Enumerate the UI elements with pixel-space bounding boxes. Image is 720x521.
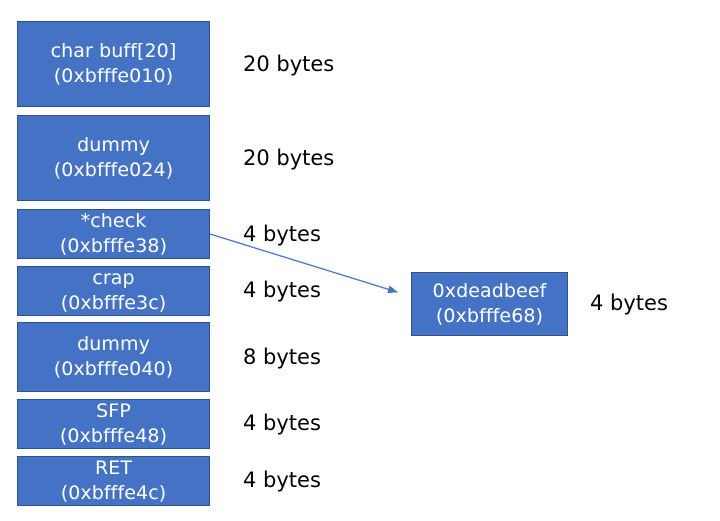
stack-block-sfp: SFP (0xbfffe48)	[17, 399, 210, 449]
block-address: (0xbfffe3c)	[60, 292, 167, 314]
block-address: (0xbfffe68)	[435, 305, 544, 327]
stack-block-buff: char buff[20] (0xbfffe010)	[17, 21, 210, 107]
size-label-sfp: 4 bytes	[243, 411, 321, 435]
block-name: *check	[80, 210, 147, 233]
size-label-dummy-1: 20 bytes	[243, 146, 335, 170]
block-name: RET	[94, 457, 133, 480]
pointer-arrow-line	[209, 233, 398, 294]
block-address: (0xbfffe4c)	[60, 482, 167, 504]
block-address: (0xbfffe024)	[53, 159, 174, 181]
block-name: dummy	[77, 134, 150, 157]
block-address: (0xbfffe38)	[59, 235, 168, 257]
block-name: SFP	[96, 400, 131, 423]
block-address: (0xbfffe48)	[59, 425, 168, 447]
size-label-ret: 4 bytes	[243, 468, 321, 492]
size-label-check: 4 bytes	[243, 222, 321, 246]
size-label-buff: 20 bytes	[243, 52, 335, 76]
block-name: char buff[20]	[50, 40, 177, 63]
block-name: crap	[92, 267, 135, 290]
stack-block-dummy-2: dummy (0xbfffe040)	[17, 322, 210, 392]
size-label-dummy-2: 8 bytes	[243, 345, 321, 369]
block-name: dummy	[77, 333, 150, 356]
stack-block-crap: crap (0xbfffe3c)	[17, 266, 210, 316]
target-block-deadbeef: 0xdeadbeef (0xbfffe68)	[411, 272, 568, 336]
stack-block-ret: RET (0xbfffe4c)	[17, 456, 210, 506]
stack-block-dummy-1: dummy (0xbfffe024)	[17, 115, 210, 201]
stack-block-check: *check (0xbfffe38)	[17, 209, 210, 259]
block-address: (0xbfffe040)	[53, 358, 174, 380]
block-name: 0xdeadbeef	[432, 280, 547, 303]
block-address: (0xbfffe010)	[53, 65, 174, 87]
size-label-crap: 4 bytes	[243, 278, 321, 302]
size-label-target: 4 bytes	[590, 291, 668, 315]
